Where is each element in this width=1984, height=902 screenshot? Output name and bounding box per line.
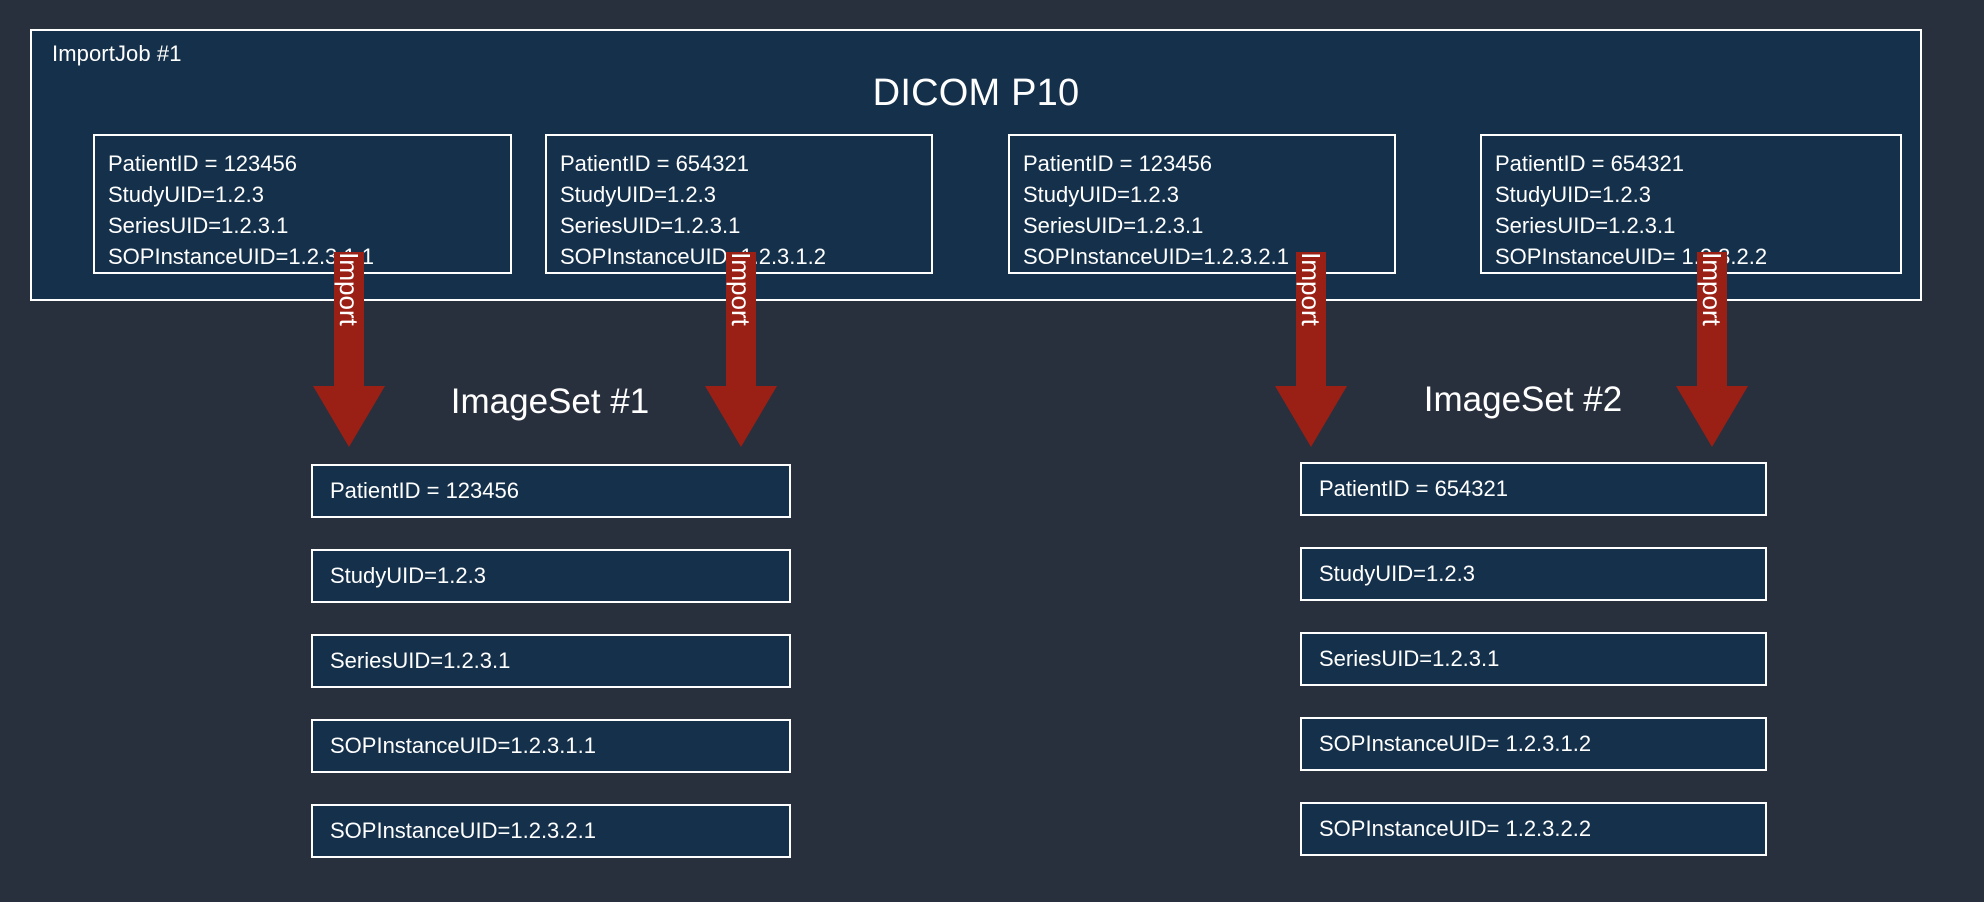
dicom-line-patient-id: PatientID = 123456	[1023, 151, 1212, 176]
arrow-shaft	[334, 252, 364, 388]
arrow-head-icon	[1275, 386, 1347, 447]
attr-value: SOPInstanceUID=1.2.3.1.1	[330, 733, 596, 758]
dicom-line-study-uid: StudyUID=1.2.3	[1495, 182, 1651, 207]
arrow-label: Import	[726, 252, 756, 326]
dicom-line-series-uid: SeriesUID=1.2.3.1	[560, 213, 741, 238]
arrow-head-icon	[705, 386, 777, 447]
arrow-label: Import	[1697, 252, 1727, 326]
arrow-label: Import	[1296, 252, 1326, 326]
dicom-p10-title: DICOM P10	[872, 72, 1080, 114]
import-arrow-2: Import	[705, 252, 777, 447]
arrow-label: Import	[334, 252, 364, 326]
imageset-2-row-sop-instance-uid-1: SOPInstanceUID= 1.2.3.1.2	[1300, 717, 1767, 771]
attr-value: SOPInstanceUID=1.2.3.2.1	[330, 818, 596, 843]
dicom-line-study-uid: StudyUID=1.2.3	[560, 182, 716, 207]
arrow-shaft	[726, 252, 756, 388]
dicom-line-patient-id: PatientID = 654321	[1495, 151, 1684, 176]
dicom-line-sop-instance-uid: SOPInstanceUID=1.2.3.1.1	[108, 244, 374, 269]
dicom-instance-box-4: PatientID = 654321 StudyUID=1.2.3 Series…	[1480, 134, 1902, 274]
imageset-2-row-series-uid: SeriesUID=1.2.3.1	[1300, 632, 1767, 686]
dicom-instance-box-1: PatientID = 123456 StudyUID=1.2.3 Series…	[93, 134, 512, 274]
imageset-1-title: ImageSet #1	[450, 382, 650, 421]
import-arrow-4: Import	[1676, 252, 1748, 447]
arrow-shaft	[1697, 252, 1727, 388]
attr-value: SeriesUID=1.2.3.1	[330, 648, 511, 673]
arrow-head-icon	[313, 386, 385, 447]
import-arrow-1: Import	[313, 252, 385, 447]
attr-value: SeriesUID=1.2.3.1	[1319, 646, 1500, 671]
dicom-line-series-uid: SeriesUID=1.2.3.1	[1023, 213, 1204, 238]
attr-value: StudyUID=1.2.3	[330, 563, 486, 588]
imageset-1-row-sop-instance-uid-1: SOPInstanceUID=1.2.3.1.1	[311, 719, 791, 773]
dicom-line-study-uid: StudyUID=1.2.3	[108, 182, 264, 207]
attr-value: PatientID = 123456	[330, 478, 519, 503]
attr-value: PatientID = 654321	[1319, 476, 1508, 501]
imageset-2-title: ImageSet #2	[1423, 380, 1623, 419]
arrow-shaft	[1296, 252, 1326, 388]
attr-value: SOPInstanceUID= 1.2.3.2.2	[1319, 816, 1592, 841]
dicom-line-patient-id: PatientID = 654321	[560, 151, 749, 176]
dicom-instance-box-3: PatientID = 123456 StudyUID=1.2.3 Series…	[1008, 134, 1396, 274]
attr-value: SOPInstanceUID= 1.2.3.1.2	[1319, 731, 1592, 756]
attr-value: StudyUID=1.2.3	[1319, 561, 1475, 586]
imageset-1-row-sop-instance-uid-2: SOPInstanceUID=1.2.3.2.1	[311, 804, 791, 858]
import-arrow-3: Import	[1275, 252, 1347, 447]
imageset-2-row-study-uid: StudyUID=1.2.3	[1300, 547, 1767, 601]
dicom-line-series-uid: SeriesUID=1.2.3.1	[108, 213, 289, 238]
dicom-line-patient-id: PatientID = 123456	[108, 151, 297, 176]
dicom-line-sop-instance-uid: SOPInstanceUID=1.2.3.1.2	[560, 244, 826, 269]
dicom-line-sop-instance-uid: SOPInstanceUID=1.2.3.2.1	[1023, 244, 1289, 269]
imageset-2-row-patient-id: PatientID = 654321	[1300, 462, 1767, 516]
imageset-1-row-study-uid: StudyUID=1.2.3	[311, 549, 791, 603]
imageset-1-row-patient-id: PatientID = 123456	[311, 464, 791, 518]
dicom-line-study-uid: StudyUID=1.2.3	[1023, 182, 1179, 207]
arrow-head-icon	[1676, 386, 1748, 447]
import-job-label: ImportJob #1	[52, 41, 182, 66]
import-job-panel: ImportJob #1 DICOM P10 PatientID = 12345…	[30, 29, 1922, 301]
imageset-2-row-sop-instance-uid-2: SOPInstanceUID= 1.2.3.2.2	[1300, 802, 1767, 856]
imageset-1-row-series-uid: SeriesUID=1.2.3.1	[311, 634, 791, 688]
dicom-line-series-uid: SeriesUID=1.2.3.1	[1495, 213, 1676, 238]
